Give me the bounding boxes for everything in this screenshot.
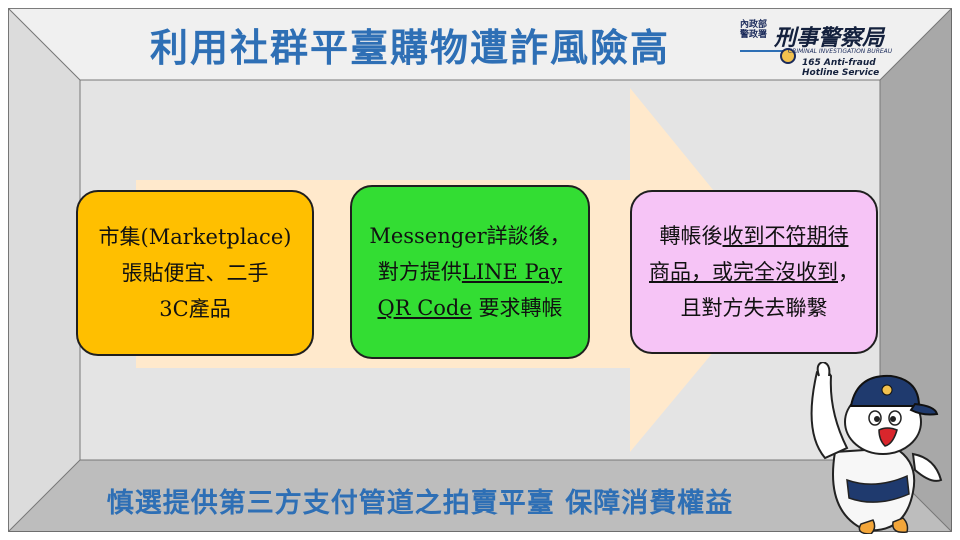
logo-bar [740, 50, 784, 52]
step-2-line-3: QR Code 要求轉帳 [378, 290, 563, 326]
step-1-box: 市集(Marketplace) 張貼便宜、二手 3C產品 [76, 190, 314, 356]
step-1-line-2: 張貼便宜、二手 [121, 261, 269, 285]
logo-hotline: 165 Anti-fraud Hotline Service [802, 58, 880, 78]
step-2-line-2a: 對方提供 [377, 260, 462, 284]
police-emblem-icon [780, 48, 796, 64]
step-3-line-2: 商品，或完全沒收到， [649, 254, 859, 290]
step-2-line-2b: LINE Pay [461, 260, 563, 284]
step-3-line-3: 且對方失去聯繫 [680, 296, 828, 320]
logo-agency-name: 刑事警察局 [774, 25, 885, 51]
footer-slogan: 慎選提供第三方支付管道之拍賣平臺 保障消費權益 [106, 487, 734, 519]
step-3-line-2a: 商品，或完全沒收到 [649, 260, 838, 284]
step-3-line-1b: 收到不符期待 [722, 224, 849, 248]
agency-logo: 內政部警政署 刑事警察局 CRIMINAL INVESTIGATION BURE… [740, 20, 910, 78]
step-3-line-1: 轉帳後收到不符期待 [660, 218, 849, 254]
step-2-line-2: 對方提供LINE Pay [378, 254, 562, 290]
step-2-line-3b: 要求轉帳 [478, 296, 563, 320]
step-3-line-1a: 轉帳後 [659, 224, 723, 248]
step-3-box: 轉帳後收到不符期待 商品，或完全沒收到， 且對方失去聯繫 [630, 190, 878, 354]
step-3-line-2b: ， [838, 260, 859, 284]
step-1-line-3: 3C產品 [159, 297, 231, 321]
step-2-box: Messenger詳談後， 對方提供LINE Pay QR Code 要求轉帳 [350, 185, 590, 359]
step-1-line-1: 市集(Marketplace) [98, 225, 292, 249]
mascot-icon [810, 362, 943, 534]
logo-agency-small: 內政部警政署 [740, 20, 768, 40]
step-2-line-3a: QR Code [377, 296, 472, 320]
step-2-line-1: Messenger詳談後， [369, 224, 571, 248]
page-title: 利用社群平臺購物遭詐風險高 [149, 25, 670, 70]
logo-english: CRIMINAL INVESTIGATION BUREAU [788, 48, 893, 55]
